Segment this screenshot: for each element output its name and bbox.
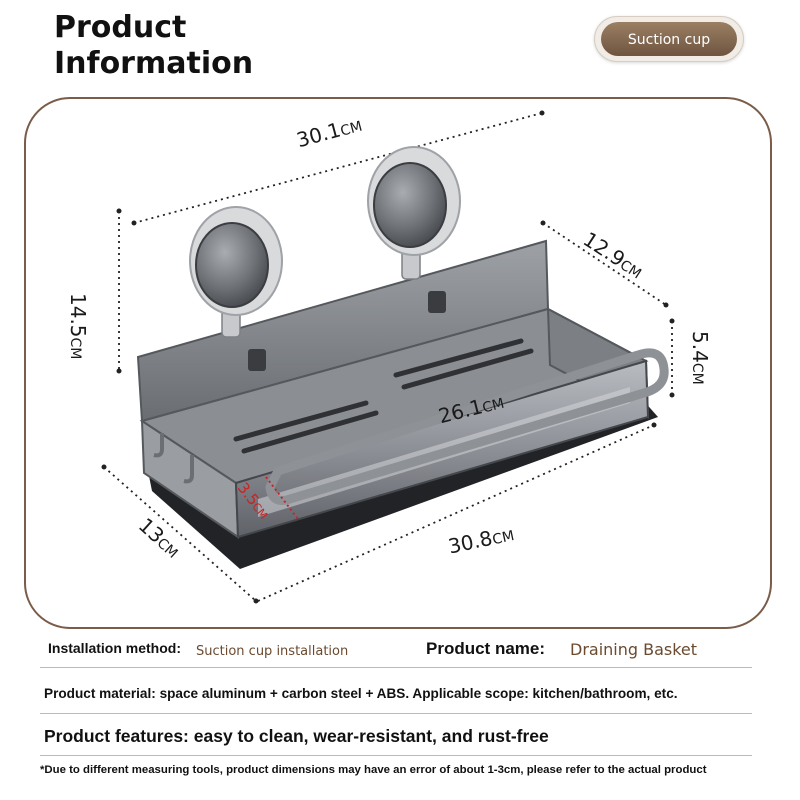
dimension-lines <box>103 112 673 602</box>
product-name-label: Product name: <box>426 639 546 658</box>
page-title-line2: Information <box>54 46 254 81</box>
towel-rail <box>265 348 669 505</box>
info-row-installation-name: Installation method: Suction cup install… <box>40 636 752 668</box>
product-material-text: Product material: space aluminum + carbo… <box>44 686 678 701</box>
product-illustration <box>101 110 675 604</box>
installation-method-label: Installation method: <box>48 640 181 656</box>
product-image-frame: 30.1CM 12.9CM 14.5CM 5.4CM 26.1CM 3.5CM … <box>24 97 772 629</box>
installation-method-value: Suction cup installation <box>196 644 349 659</box>
lip-dimension-line <box>265 476 299 520</box>
dimension-endpoints <box>101 110 675 604</box>
suction-cup-right <box>367 146 461 256</box>
side-hooks <box>153 433 194 484</box>
suction-cup-tag-label: Suction cup <box>601 22 737 56</box>
suction-cup-left <box>189 206 283 316</box>
product-features-text: Product features: easy to clean, wear-re… <box>44 726 549 746</box>
info-row-material: Product material: space aluminum + carbo… <box>40 676 752 714</box>
page-title: Product Information <box>54 10 253 82</box>
product-name-value: Draining Basket <box>570 640 698 659</box>
measurement-disclaimer: *Due to different measuring tools, produ… <box>40 764 707 776</box>
dimension-height-left: 14.5CM <box>66 293 90 360</box>
wall-brackets <box>248 291 446 371</box>
dimension-rail-height: 5.4CM <box>688 331 712 385</box>
suction-cup-tag: Suction cup <box>594 16 744 62</box>
info-row-features: Product features: easy to clean, wear-re… <box>40 718 752 756</box>
page-title-line1: Product <box>54 10 187 45</box>
